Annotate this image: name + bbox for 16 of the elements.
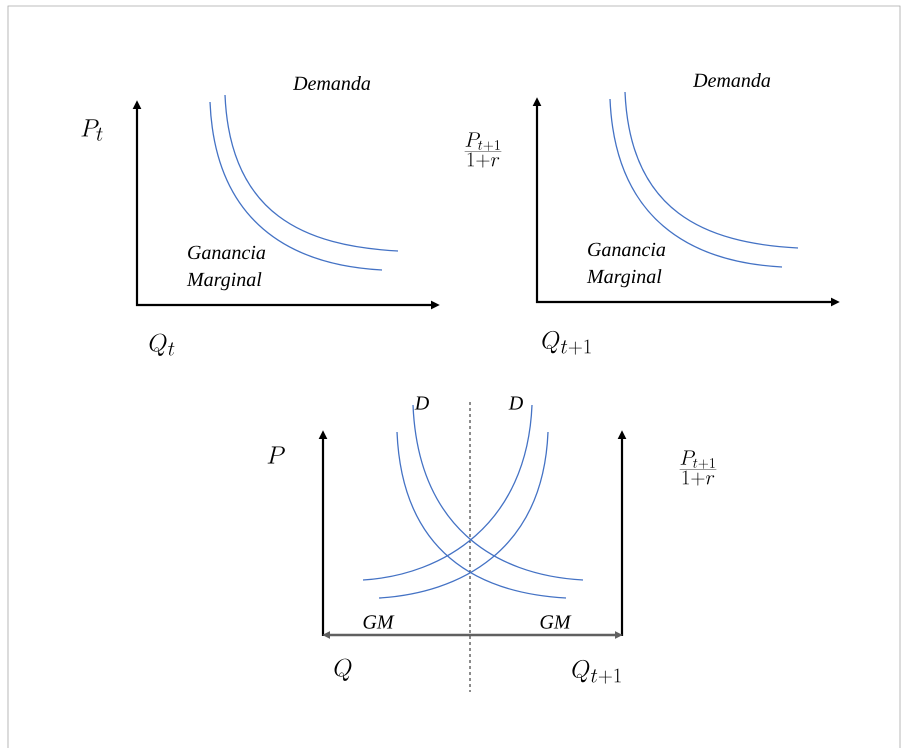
axis-label: $\frac{P_{t+1}}{1+r}$ [680, 450, 716, 486]
axis-label: $Q_t$ [150, 334, 174, 356]
curve-label: Demanda [292, 76, 370, 90]
axis-label: $Q$ [334, 658, 352, 681]
curve-label: D [508, 396, 523, 410]
axis-label: $\frac{P_{t+1}}{1+r}$ [464, 132, 502, 168]
curve-label: GM [364, 615, 394, 629]
curve-label: Ganancia Marginal [586, 242, 666, 288]
curve-label: Ganancia Marginal [186, 246, 266, 290]
axis-label: $Q_{t+1}$ [542, 330, 591, 355]
curve-label: Demanda [692, 72, 770, 88]
axis-label: $Q_{t+1}$ [572, 660, 621, 684]
curve-label: GM [540, 615, 572, 629]
curve-label: D [414, 396, 429, 410]
axis-label: $P$ [268, 446, 285, 464]
axis-label: $P_t$ [81, 119, 103, 141]
